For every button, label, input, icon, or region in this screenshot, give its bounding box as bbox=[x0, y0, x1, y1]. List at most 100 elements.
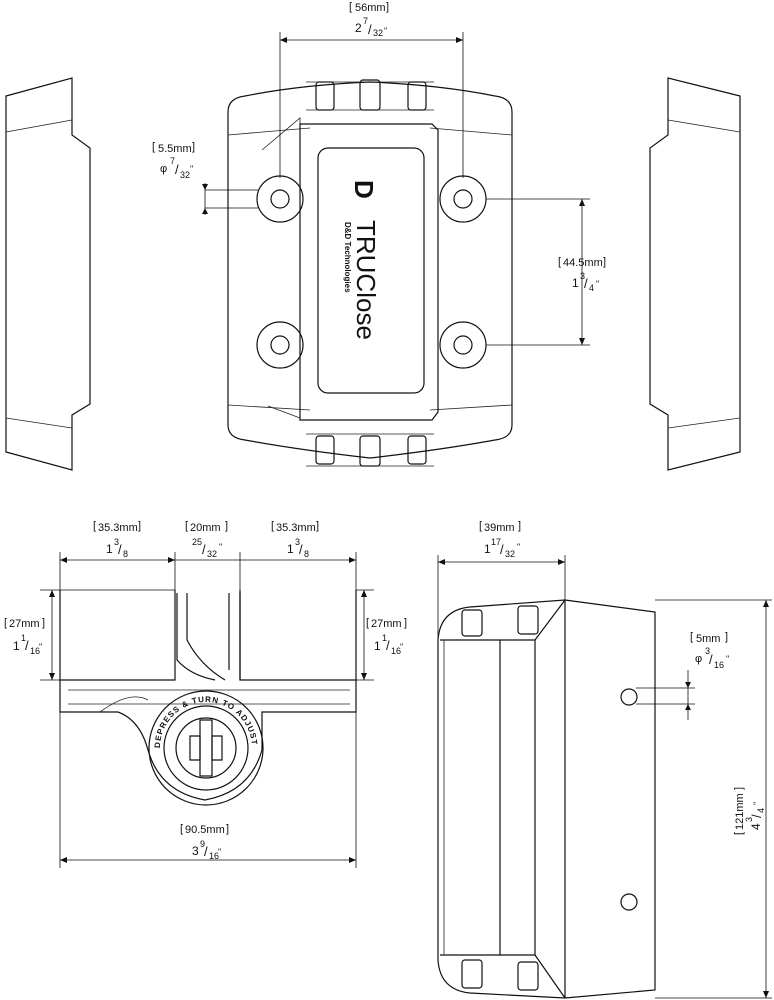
svg-text:[: [ bbox=[349, 1, 352, 13]
svg-text:]: ] bbox=[226, 823, 229, 835]
dim-suffix: " bbox=[400, 642, 403, 652]
dim-num: 1 bbox=[21, 633, 26, 643]
dim-num: 9 bbox=[200, 839, 205, 849]
svg-text:]: ] bbox=[603, 256, 606, 268]
mounting-hole bbox=[256, 175, 304, 223]
dim-whole: 1 bbox=[374, 639, 381, 653]
dim-den: 8 bbox=[123, 549, 128, 559]
svg-text:/: / bbox=[500, 542, 504, 557]
dim-den: 16 bbox=[391, 646, 401, 656]
svg-text:]: ] bbox=[42, 617, 45, 629]
svg-text:[: [ bbox=[733, 832, 745, 835]
dim-metric: 35.3mm bbox=[276, 522, 316, 534]
dim-num: 3 bbox=[580, 271, 585, 281]
dim-num: 25 bbox=[192, 537, 202, 547]
svg-text:[: [ bbox=[152, 141, 155, 153]
svg-text:]: ] bbox=[733, 787, 745, 790]
dim-den: 16 bbox=[30, 646, 40, 656]
mounting-hole bbox=[439, 321, 487, 369]
svg-text:/: / bbox=[202, 542, 206, 557]
dim-right-height: [ 27mm ] 1 1 / 16 " bbox=[356, 589, 407, 681]
logo-letter: D bbox=[349, 180, 379, 199]
svg-text:[: [ bbox=[366, 617, 369, 629]
svg-text:/: / bbox=[368, 22, 372, 37]
svg-text:/: / bbox=[749, 814, 764, 818]
dim-left-leaf: [ 35.3mm ] 1 3 / 8 bbox=[59, 520, 176, 590]
svg-text:[: [ bbox=[185, 520, 188, 532]
side-view: [ 39mm ] 1 17 / 32 " [ 5mm ] φ 3 / 16 " … bbox=[437, 520, 772, 999]
dim-whole: 1 bbox=[287, 542, 294, 556]
svg-text:]: ] bbox=[725, 631, 728, 643]
dim-suffix: " bbox=[219, 542, 222, 552]
dim-whole: 1 bbox=[572, 276, 579, 290]
dim-whole: 2 bbox=[355, 21, 362, 35]
dim-whole: 3 bbox=[192, 844, 199, 858]
dim-den: 4 bbox=[589, 283, 594, 293]
dim-metric: 35.3mm bbox=[98, 522, 138, 534]
brand-subtitle: D&D Technologies bbox=[343, 222, 352, 293]
svg-text:]: ] bbox=[192, 141, 195, 153]
dim-whole: 1 bbox=[106, 542, 113, 556]
hinge-body bbox=[227, 79, 513, 467]
dim-num: 1 bbox=[382, 633, 387, 643]
dim-num: 17 bbox=[491, 537, 501, 547]
dim-den: 32 bbox=[505, 549, 515, 559]
dim-gap: [ 20mm ] 25 / 32 " bbox=[175, 520, 241, 590]
dim-top-width: [ 56mm ] 2 7 / 32 " bbox=[279, 1, 464, 178]
dim-metric: 27mm bbox=[371, 618, 402, 630]
dim-metric: 90.5mm bbox=[185, 824, 225, 836]
dim-whole: 1 bbox=[13, 639, 20, 653]
left-side-leaf bbox=[5, 77, 91, 471]
dim-den: 16 bbox=[714, 660, 724, 670]
dim-den: 4 bbox=[756, 808, 766, 813]
right-side-leaf bbox=[649, 77, 741, 471]
svg-text:]: ] bbox=[518, 520, 521, 532]
dim-den: 32 bbox=[207, 549, 217, 559]
dim-right-leaf: [ 35.3mm ] 1 3 / 8 bbox=[240, 520, 357, 590]
svg-text:/: / bbox=[709, 652, 713, 667]
dim-height: [ 121mm ] 4 3 / 4 " bbox=[655, 599, 772, 999]
svg-text:[: [ bbox=[479, 520, 482, 532]
tension-dial: DEPRESS & TURN TO ADJUST TENSION bbox=[0, 0, 264, 806]
dim-side-depth: [ 39mm ] 1 17 / 32 " bbox=[437, 520, 566, 640]
dial-ring-text: DEPRESS & TURN TO ADJUST TENSION bbox=[0, 0, 259, 749]
svg-text:]: ] bbox=[225, 520, 228, 532]
dim-hole-spacing: [ 44.5mm ] 1 3 / 4 " bbox=[486, 198, 606, 346]
svg-text:/: / bbox=[386, 638, 390, 653]
mounting-hole bbox=[256, 321, 304, 369]
dim-suffix: " bbox=[384, 26, 387, 36]
dim-den: 32 bbox=[373, 28, 383, 38]
dim-left-height: [ 27mm ] 1 1 / 16 " bbox=[4, 589, 175, 681]
dim-metric: 27mm bbox=[9, 618, 40, 630]
dim-den: 32 bbox=[180, 170, 190, 180]
dim-num: 7 bbox=[170, 156, 175, 166]
dim-num: 3 bbox=[114, 537, 119, 547]
svg-text:[: [ bbox=[558, 256, 561, 268]
mounting-hole bbox=[439, 175, 487, 223]
dim-suffix: " bbox=[517, 542, 520, 552]
dim-metric: 5.5mm bbox=[158, 143, 192, 155]
svg-text:[: [ bbox=[271, 520, 274, 532]
dim-suffix: " bbox=[39, 642, 42, 652]
dim-num: 3 bbox=[744, 817, 754, 822]
svg-text:[: [ bbox=[4, 617, 7, 629]
dim-whole: 1 bbox=[484, 542, 491, 556]
dim-metric: 39mm bbox=[484, 522, 515, 534]
svg-text:[: [ bbox=[93, 520, 96, 532]
dim-num: 3 bbox=[705, 646, 710, 656]
svg-text:/: / bbox=[584, 276, 588, 291]
dim-metric: 56mm bbox=[355, 2, 386, 14]
dim-den: 8 bbox=[304, 549, 309, 559]
dim-metric: 44.5mm bbox=[563, 257, 603, 269]
dim-suffix: " bbox=[726, 654, 729, 664]
svg-text:/: / bbox=[204, 844, 208, 859]
dim-num: 3 bbox=[295, 537, 300, 547]
dim-overall-width: [ 90.5mm ] 3 9 / 16 " bbox=[59, 712, 357, 868]
dim-suffix: " bbox=[218, 847, 221, 857]
front-view: D TRUClose D&D Technologies [ 56mm ] 2 7… bbox=[5, 1, 741, 471]
dim-suffix: " bbox=[596, 279, 599, 289]
dim-suffix: " bbox=[190, 164, 193, 174]
svg-text:/: / bbox=[25, 638, 29, 653]
svg-text:]: ] bbox=[138, 520, 141, 532]
